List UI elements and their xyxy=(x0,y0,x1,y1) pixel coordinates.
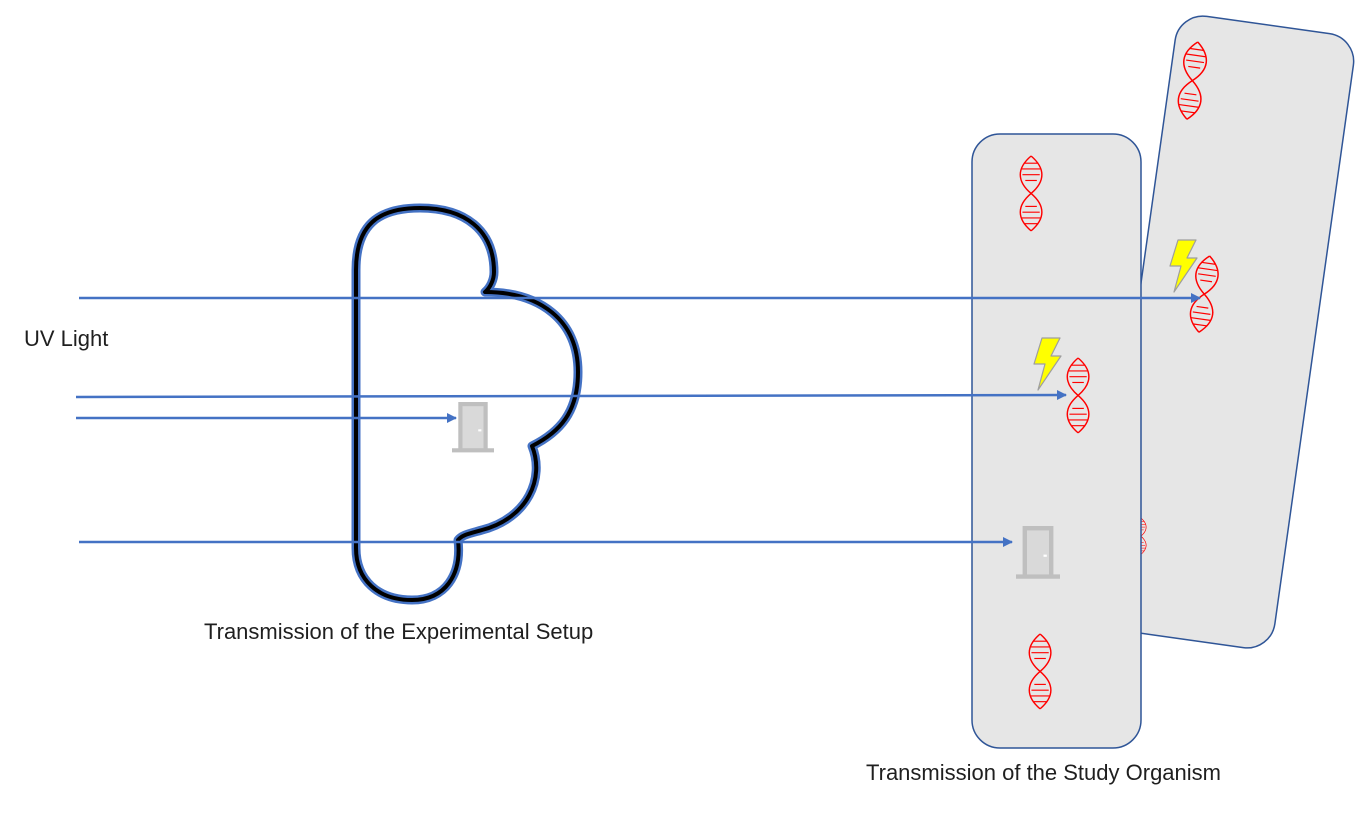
uv-light-label: UV Light xyxy=(24,326,109,351)
organism-panel-front xyxy=(971,133,1142,749)
door-icon xyxy=(452,402,494,453)
uv-ray-middle xyxy=(75,390,1067,401)
study-organism-label: Transmission of the Study Organism xyxy=(866,760,1221,785)
experimental-setup-label: Transmission of the Experimental Setup xyxy=(204,619,594,644)
experimental-setup-cloud xyxy=(351,203,583,605)
